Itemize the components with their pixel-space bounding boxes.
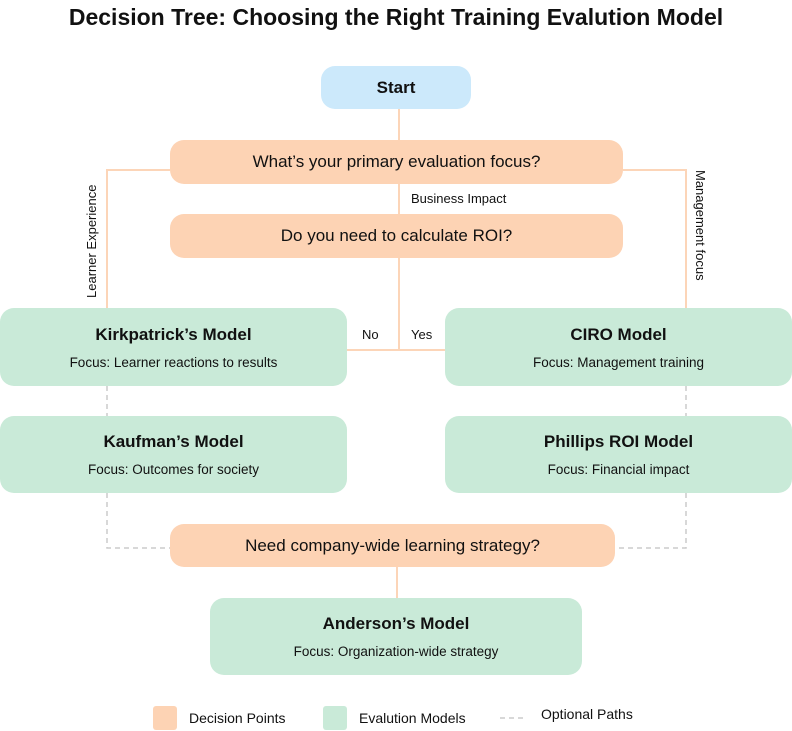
decision-roi: Do you need to calculate ROI? [170, 214, 623, 258]
model-name: CIRO Model [570, 324, 667, 344]
model-ciro: CIRO Model Focus: Management training [445, 308, 792, 386]
model-anderson: Anderson’s Model Focus: Organization-wid… [210, 598, 582, 675]
model-name: Phillips ROI Model [543, 432, 694, 451]
model-focus: Focus: Outcomes for society [87, 462, 260, 477]
legend-optional: Optional Paths [541, 706, 633, 722]
edge-label-learner: Learner Experience [84, 184, 99, 298]
model-phillips: Phillips ROI Model Focus: Financial impa… [445, 416, 792, 493]
edge-label-business: Business Impact [411, 191, 507, 206]
learner-line [106, 169, 170, 308]
model-kaufman: Kaufman’s Model Focus: Outcomes for soci… [0, 416, 347, 493]
legend-decision: Decision Points [153, 706, 286, 730]
model-name: Kirkpatrick’s Model [95, 324, 252, 344]
edge-label-management: Management focus [693, 170, 708, 281]
decision-company-wide: Need company-wide learning strategy? [170, 524, 615, 567]
model-kirkpatrick: Kirkpatrick’s Model Focus: Learner react… [0, 308, 347, 386]
model-name: Kaufman’s Model [103, 432, 244, 451]
decision-swatch-icon [153, 706, 177, 730]
model-focus: Focus: Organization-wide strategy [293, 644, 499, 659]
legend-models: Evalution Models [323, 706, 466, 730]
start-node: Start [321, 66, 471, 109]
decision-primary-focus: What’s your primary evaluation focus? [170, 140, 623, 184]
model-focus: Focus: Management training [532, 354, 705, 370]
legend-label: Decision Points [189, 710, 286, 726]
optional-path [615, 493, 687, 549]
management-line [623, 169, 687, 308]
model-focus: Focus: Learner reactions to results [69, 354, 278, 370]
legend-label: Evalution Models [359, 710, 466, 726]
model-swatch-icon [323, 706, 347, 730]
legend-label: Optional Paths [541, 706, 633, 722]
edge-label-no: No [362, 327, 379, 342]
model-focus: Focus: Financial impact [547, 462, 690, 477]
page-title: Decision Tree: Choosing the Right Traini… [68, 4, 724, 30]
edge-label-yes: Yes [411, 327, 433, 342]
optional-path [106, 493, 170, 549]
model-name: Anderson’s Model [322, 614, 470, 633]
